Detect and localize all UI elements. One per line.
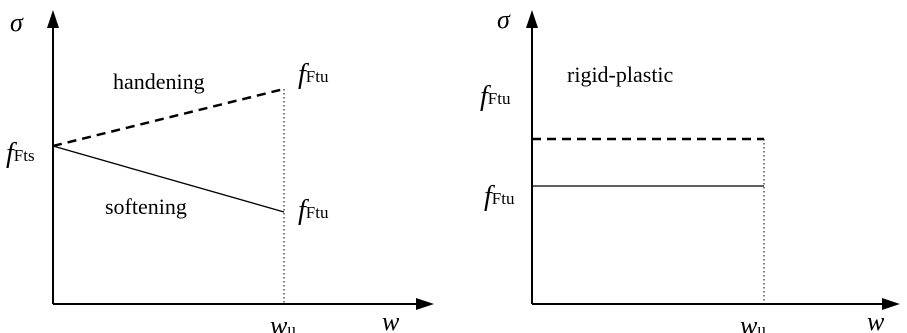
left-ftu-bottom-label: fFtu (298, 195, 329, 226)
left-softening-line (52, 145, 285, 213)
left-sigma-label: σ (10, 8, 24, 37)
left-panel: σ w wu fFts fFtu fFtu handening softenin… (6, 8, 434, 333)
left-ftu-top-label: fFtu (298, 59, 329, 90)
right-rigid-plastic-label: rigid-plastic (567, 62, 674, 87)
left-w-axis-label: w (382, 307, 400, 333)
right-x-axis-arrow (882, 298, 900, 310)
left-x-axis-arrow (416, 298, 434, 310)
left-softening-label: softening (105, 194, 187, 219)
left-y-axis-arrow (47, 10, 59, 28)
right-wu-label: wu (740, 311, 766, 333)
left-hardening-label: handening (113, 69, 205, 94)
right-ftu-top-label: fFtu (480, 81, 511, 112)
right-panel: σ w wu fFtu fFtu rigid-plastic (480, 5, 900, 333)
left-hardening-line (52, 87, 285, 148)
right-y-axis-arrow (526, 10, 538, 28)
left-wu-label: wu (270, 311, 296, 333)
left-fts-label: fFts (6, 138, 35, 169)
right-sigma-label: σ (497, 5, 511, 34)
right-w-axis-label: w (867, 307, 885, 333)
right-ftu-bottom-label: fFtu (484, 181, 515, 212)
